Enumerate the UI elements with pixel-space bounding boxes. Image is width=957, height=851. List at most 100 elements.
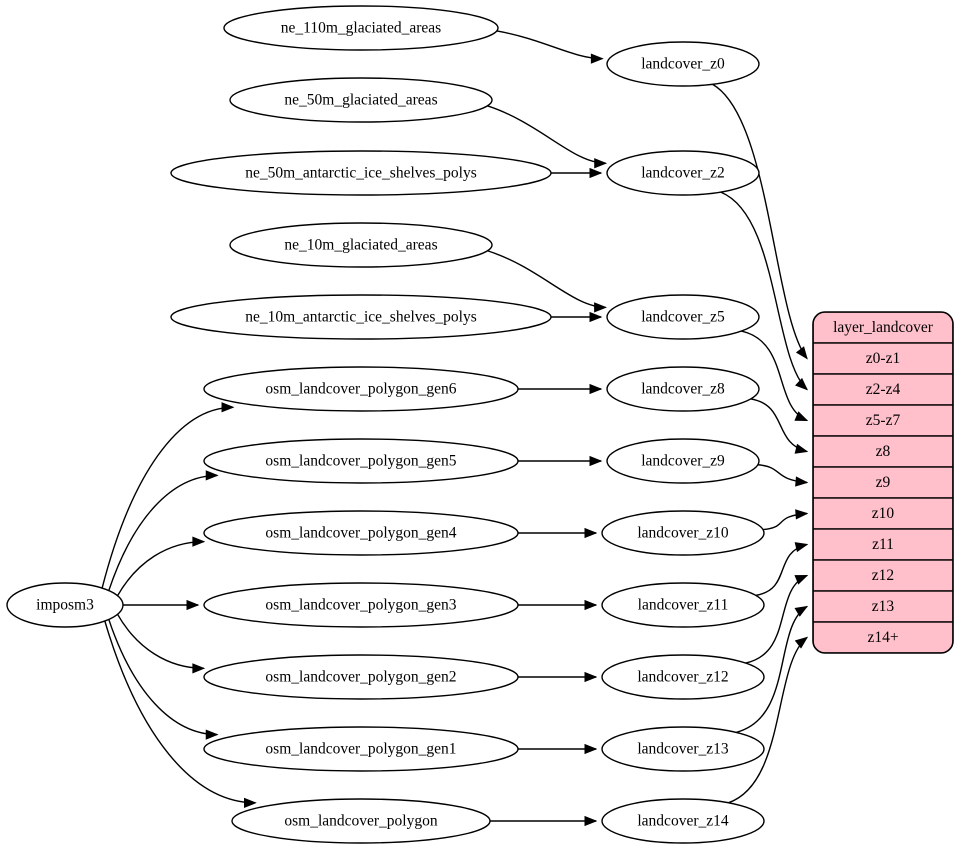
edge-line <box>712 83 808 359</box>
edge-osm_landcover_polygon_gen2-to-landcover_z12 <box>518 671 598 683</box>
node-osm_landcover_polygon_gen1[interactable]: osm_landcover_polygon_gen1 <box>203 726 519 772</box>
node-landcover_z14[interactable]: landcover_z14 <box>601 798 765 844</box>
edge-landcover_z9-to-z9 <box>757 464 809 487</box>
node-landcover_z11[interactable]: landcover_z11 <box>601 582 765 628</box>
source-node-ellipse <box>231 798 491 844</box>
arrow-head <box>794 574 809 585</box>
edge-line <box>496 30 603 60</box>
node-ne_110m_glaciated_areas[interactable]: ne_110m_glaciated_areas <box>223 5 499 51</box>
edge-ne_10m_glaciated_areas-to-landcover_z5 <box>487 250 607 313</box>
node-label: osm_landcover_polygon_gen5 <box>265 453 456 470</box>
edge-osm_landcover_polygon-to-landcover_z14 <box>490 815 598 827</box>
arrow-head <box>205 470 219 481</box>
node-osm_landcover_polygon_gen6[interactable]: osm_landcover_polygon_gen6 <box>203 366 519 412</box>
node-label: landcover_z5 <box>641 309 725 326</box>
edge-line <box>487 105 606 164</box>
source-node-ellipse <box>203 654 519 700</box>
node-ne_10m_antarctic_ice_shelves_polys[interactable]: ne_10m_antarctic_ice_shelves_polys <box>170 294 552 340</box>
node-label: landcover_z2 <box>641 165 725 182</box>
node-osm_landcover_polygon[interactable]: osm_landcover_polygon <box>231 798 491 844</box>
arrow-head <box>589 167 603 179</box>
table-row-cell[interactable] <box>813 590 953 623</box>
arrow-head <box>584 527 598 539</box>
edge-ne_50m_glaciated_areas-to-landcover_z2 <box>487 105 608 169</box>
node-landcover_z12[interactable]: landcover_z12 <box>601 654 765 700</box>
node-ne_10m_glaciated_areas[interactable]: ne_10m_glaciated_areas <box>229 222 493 268</box>
source-node-ellipse <box>229 77 493 123</box>
source-node-ellipse <box>170 294 552 340</box>
edge-line <box>728 636 808 804</box>
edge-osm_landcover_polygon_gen5-to-landcover_z9 <box>518 455 603 467</box>
table-row-cell[interactable] <box>813 435 953 468</box>
node-osm_landcover_polygon_gen2[interactable]: osm_landcover_polygon_gen2 <box>203 654 519 700</box>
edge-landcover_z14-to-z14+ <box>728 636 809 804</box>
arrow-head <box>221 402 235 413</box>
edge-line <box>750 398 808 453</box>
edge-landcover_z10-to-z10 <box>762 509 809 531</box>
edge-line <box>116 613 204 670</box>
edge-landcover_z0-to-z0-z1 <box>712 83 808 360</box>
table-header-cell[interactable] <box>813 312 953 344</box>
edge-landcover_z12-to-z12 <box>745 574 809 664</box>
table-row-cell[interactable] <box>813 497 953 530</box>
edge-line <box>108 619 218 736</box>
edge-osm_landcover_polygon_gen6-to-landcover_z8 <box>518 383 603 395</box>
node-osm_landcover_polygon_gen3[interactable]: osm_landcover_polygon_gen3 <box>203 582 519 628</box>
view-node-ellipse <box>606 150 760 196</box>
arrow-head <box>794 605 809 617</box>
node-landcover_z5[interactable]: landcover_z5 <box>606 294 760 340</box>
table-row-label-z9: z9 <box>876 474 891 491</box>
node-label: ne_50m_antarctic_ice_shelves_polys <box>245 165 477 182</box>
arrow-head <box>205 729 219 740</box>
table-row-label-z12: z12 <box>872 567 894 584</box>
node-landcover_z0[interactable]: landcover_z0 <box>606 41 760 87</box>
arrow-head <box>192 536 206 547</box>
view-node-ellipse <box>601 582 765 628</box>
node-label: landcover_z0 <box>641 56 725 73</box>
edge-imposm3-to-osm_landcover_polygon_gen1 <box>108 619 219 740</box>
edge-osm_landcover_polygon_gen3-to-landcover_z11 <box>518 599 598 611</box>
node-landcover_z9[interactable]: landcover_z9 <box>606 438 760 484</box>
view-node-ellipse <box>606 294 760 340</box>
node-label: ne_110m_glaciated_areas <box>281 20 441 37</box>
node-osm_landcover_polygon_gen5[interactable]: osm_landcover_polygon_gen5 <box>203 438 519 484</box>
table-row-cell[interactable] <box>813 373 953 406</box>
arrow-head <box>589 383 603 395</box>
edge-imposm3-to-osm_landcover_polygon <box>104 620 257 808</box>
table-row-cell[interactable] <box>813 404 953 437</box>
source-node-ellipse <box>170 150 552 196</box>
node-landcover_z8[interactable]: landcover_z8 <box>606 366 760 412</box>
edge-line <box>104 620 256 804</box>
layer-landcover-table[interactable]: layer_landcoverz0-z1z2-z4z5-z7z8z9z10z11… <box>812 311 954 654</box>
view-node-ellipse <box>601 510 765 556</box>
node-landcover_z10[interactable]: landcover_z10 <box>601 510 765 556</box>
node-osm_landcover_polygon_gen4[interactable]: osm_landcover_polygon_gen4 <box>203 510 519 556</box>
arrow-head <box>584 815 598 827</box>
edge-line <box>741 330 808 422</box>
edge-ne_50m_antarctic_ice_shelves_polys-to-landcover_z2 <box>551 167 603 179</box>
node-imposm3[interactable]: imposm3 <box>6 582 124 628</box>
table-row-cell[interactable] <box>813 621 953 653</box>
arrow-head <box>589 311 603 323</box>
node-label: ne_50m_glaciated_areas <box>284 92 437 109</box>
node-label: osm_landcover_polygon_gen1 <box>265 741 456 758</box>
node-label: osm_landcover_polygon_gen4 <box>265 525 456 542</box>
node-ne_50m_glaciated_areas[interactable]: ne_50m_glaciated_areas <box>229 77 493 123</box>
arrow-head <box>589 455 603 467</box>
table-row-label-z8: z8 <box>876 443 891 460</box>
arrow-head <box>594 158 608 169</box>
node-label: ne_10m_antarctic_ice_shelves_polys <box>245 309 477 326</box>
arrow-head <box>584 599 598 611</box>
node-landcover_z2[interactable]: landcover_z2 <box>606 150 760 196</box>
table-row-label-z2-z4: z2-z4 <box>866 381 901 398</box>
table-outer-border <box>812 311 954 654</box>
view-node-ellipse <box>606 41 760 87</box>
edge-landcover_z2-to-z2-z4 <box>720 191 808 391</box>
table-row-label-z10: z10 <box>872 505 895 522</box>
node-ne_50m_antarctic_ice_shelves_polys[interactable]: ne_50m_antarctic_ice_shelves_polys <box>170 150 552 196</box>
node-landcover_z13[interactable]: landcover_z13 <box>601 726 765 772</box>
edge-imposm3-to-osm_landcover_polygon_gen6 <box>101 402 235 589</box>
arrow-head <box>795 476 809 487</box>
